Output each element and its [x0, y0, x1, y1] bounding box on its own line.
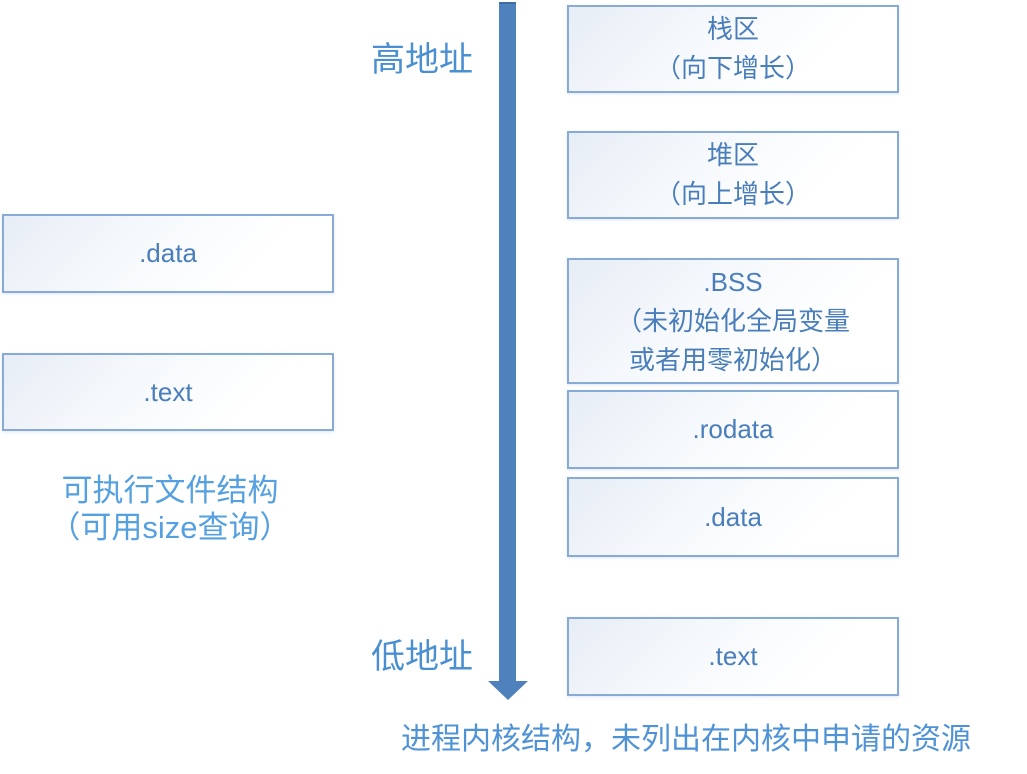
exe-structure-caption-line2: （可用size查询） [49, 510, 291, 545]
box-sublabel: （向上增长） [654, 179, 811, 209]
exe-structure-caption: 可执行文件结构 （可用size查询） [0, 472, 340, 546]
data-section-box: .data [567, 477, 899, 557]
box-label: .text [708, 641, 758, 671]
kernel-structure-caption: 进程内核结构，未列出在内核中申请的资源 [401, 723, 971, 756]
box-label: .BSS [703, 266, 763, 297]
bss-section-box: .BSS （未初始化全局变量 或者用零初始化） [567, 258, 899, 384]
box-sublabel: （未初始化全局变量 [615, 305, 850, 336]
high-address-label: 高地址 [371, 41, 473, 79]
stack-section-box: 栈区 （向下增长） [567, 5, 899, 93]
box-label: 堆区 [706, 140, 759, 170]
box-sublabel: （向下增长） [654, 53, 811, 83]
box-sublabel: 或者用零初始化） [628, 344, 837, 375]
exe-data-section-box: .data [2, 214, 334, 293]
box-label: .data [139, 238, 197, 268]
exe-text-section-box: .text [2, 353, 334, 431]
exe-structure-caption-line1: 可执行文件结构 [61, 473, 279, 508]
box-label: .data [704, 501, 762, 532]
box-label: .rodata [692, 414, 774, 444]
low-address-label: 低地址 [371, 638, 473, 676]
address-arrow-shaft [499, 2, 516, 681]
heap-section-box: 堆区 （向上增长） [567, 131, 899, 219]
address-arrow-head-icon [488, 681, 528, 700]
rodata-section-box: .rodata [567, 390, 899, 469]
box-label: .text [143, 376, 193, 407]
text-section-box: .text [567, 617, 899, 696]
box-label: 栈区 [706, 14, 759, 44]
